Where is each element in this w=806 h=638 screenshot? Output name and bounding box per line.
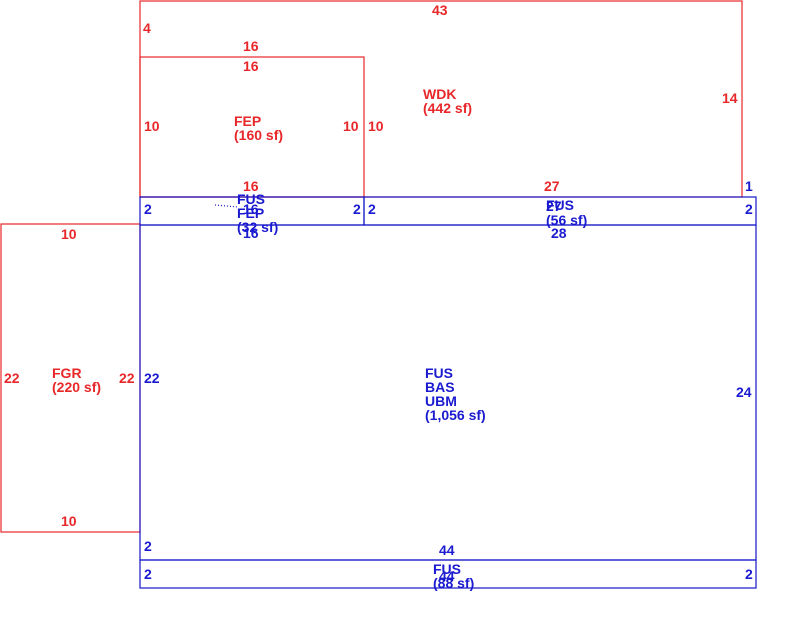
dim-wdk-right-step: 1 [745, 178, 753, 194]
dim-fgr-right: 22 [119, 370, 135, 386]
wdk-code: WDK [423, 86, 456, 102]
main-line1: FUS [425, 365, 453, 381]
dim-wdk-inner-left: 10 [368, 118, 384, 134]
fussmall-line1: FUS [546, 197, 574, 213]
dim-fgr-bottom: 10 [61, 513, 77, 529]
dim-fep-left: 10 [144, 118, 160, 134]
main-line2: BAS [425, 379, 455, 395]
dim-main-bottom: 44 [439, 542, 455, 558]
dim-fusfep-bottom: 16 [243, 225, 259, 241]
fusfep-area: (32 sf) [237, 219, 278, 235]
dim-fep-bottom: 16 [243, 178, 259, 194]
dim-wdk-top: 43 [432, 2, 448, 18]
dim-fgr-top: 10 [61, 226, 77, 242]
fusbottom-line1: FUS [433, 561, 461, 577]
fussmall-area: (56 sf) [546, 212, 587, 228]
fgr-area: (220 sf) [52, 379, 101, 395]
fusfep-line2: FEP [237, 205, 264, 221]
dim-main-left: 22 [144, 370, 160, 386]
dim-fgr-left: 22 [4, 370, 20, 386]
dim-wdk-bottom: 27 [544, 178, 560, 194]
fusbottom-area: (88 sf) [433, 575, 474, 591]
dim-wdk-right: 14 [722, 90, 738, 106]
dim-wdk-left: 4 [143, 20, 151, 36]
dim-fep-right: 10 [343, 118, 359, 134]
fus-bottom-outline [139, 559, 757, 589]
dim-fussmall-right: 2 [745, 201, 753, 217]
dim-fussmall-left: 2 [368, 201, 376, 217]
fgr-code: FGR [52, 365, 82, 381]
main-line3: UBM [425, 393, 457, 409]
main-area: (1,056 sf) [425, 407, 486, 423]
dim-fep-top: 16 [243, 58, 259, 74]
dim-fusfep-top: 16 [243, 201, 259, 217]
dim-fusbottom-right: 2 [745, 566, 753, 582]
dim-fussmall-top: 27 [546, 198, 562, 214]
fep-area: (160 sf) [234, 127, 283, 143]
fusfep-line1: FUS [237, 191, 265, 207]
dim-fusbottom-center: 44 [439, 568, 455, 584]
dim-wdk-step-top: 16 [243, 38, 259, 54]
leader-line [214, 204, 239, 208]
dim-fusbottom-left: 2 [144, 566, 152, 582]
dim-fussmall-bottom: 28 [551, 225, 567, 241]
wdk-area: (442 sf) [423, 100, 472, 116]
dim-fusfep-right: 2 [353, 201, 361, 217]
dim-main-left-step: 2 [144, 538, 152, 554]
dim-fusfep-left: 2 [144, 201, 152, 217]
fep-code: FEP [234, 113, 261, 129]
dim-main-right: 24 [736, 384, 752, 400]
